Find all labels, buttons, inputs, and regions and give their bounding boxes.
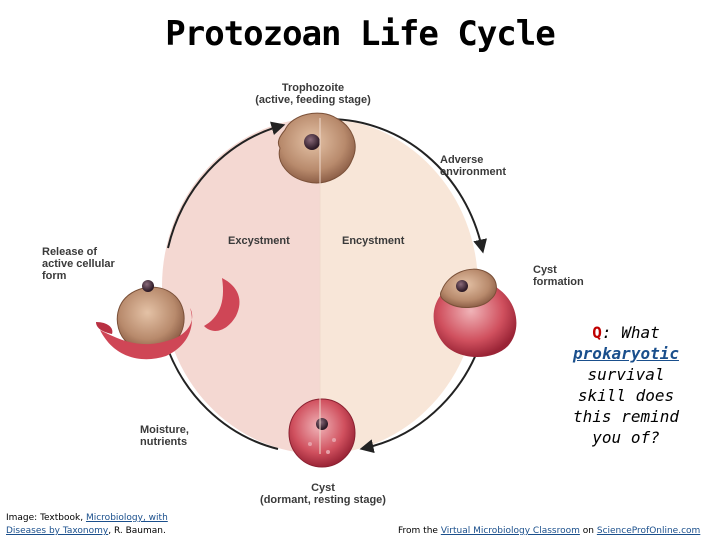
cyst-label: Cyst (dormant, resting stage) <box>260 482 386 506</box>
classroom-link[interactable]: Virtual Microbiology Classroom <box>440 526 580 536</box>
cyst-formation-label: Cyst formation <box>533 264 584 288</box>
source-prefix: From the <box>398 526 438 536</box>
question-box: Q: What prokaryotic survival skill does … <box>566 322 686 448</box>
release-cell <box>96 278 240 360</box>
author-text: , R. Bauman. <box>108 526 166 536</box>
adverse-environment-label: Adverse environment <box>440 154 507 178</box>
question-rest: survival skill does this remind you of? <box>573 365 679 447</box>
source-on: on <box>582 526 594 536</box>
release-label: Release of active cellular form <box>42 246 115 282</box>
trophozoite-cell <box>277 112 356 184</box>
source-credit: From the Virtual Microbiology Classroom … <box>398 525 718 538</box>
encystment-label: Encystment <box>342 235 405 247</box>
cyst-cell <box>288 398 356 468</box>
moisture-label: Moisture, nutrients <box>140 424 189 448</box>
life-cycle-diagram: Trophozoite (active, feeding stage) Adve… <box>30 78 590 510</box>
excystment-label: Excystment <box>228 235 290 247</box>
excystment-half <box>162 118 320 454</box>
image-credit: Image: Textbook, Microbiology, with Dise… <box>6 512 196 538</box>
page-title: Protozoan Life Cycle <box>165 14 555 54</box>
trophozoite-label: Trophozoite (active, feeding stage) <box>255 82 371 106</box>
cyst-formation-cell <box>433 268 517 358</box>
prokaryotic-link[interactable]: prokaryotic <box>573 344 679 363</box>
encystment-half <box>320 118 478 454</box>
life-cycle-graphic <box>96 112 517 468</box>
image-credit-prefix: Image: Textbook, <box>6 513 84 523</box>
textbook-link[interactable]: Microbiology, with Diseases by Taxonomy <box>6 513 168 536</box>
question-letter: Q <box>592 323 602 342</box>
site-link[interactable]: ScienceProfOnline.com <box>596 526 701 536</box>
question-prefix: : What <box>601 323 660 342</box>
